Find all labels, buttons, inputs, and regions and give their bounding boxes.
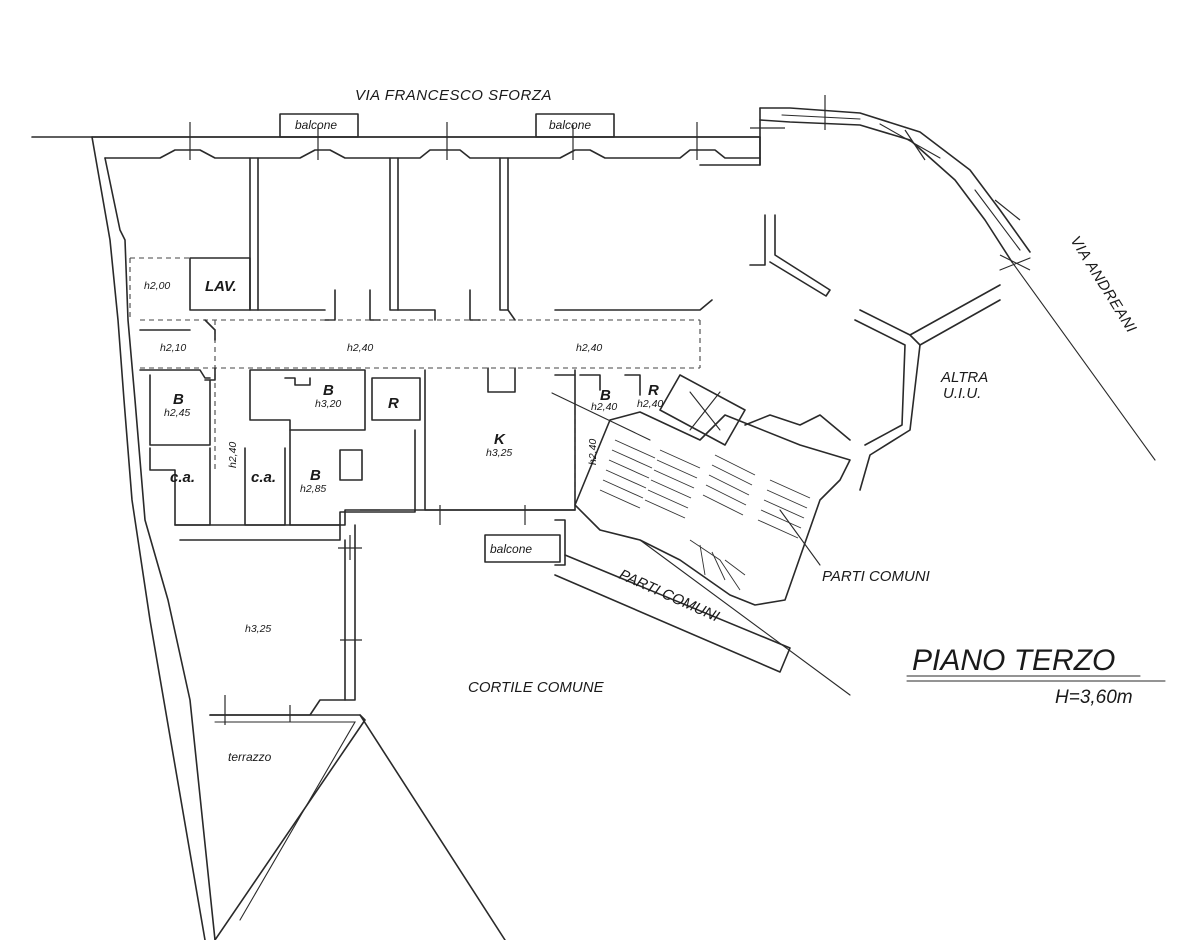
room-label-closet: c.a.: [170, 469, 195, 486]
street-label-north: VIA FRANCESCO SFORZA: [355, 87, 552, 104]
room-label-bath: B: [173, 391, 184, 408]
balcony-label: balcone: [490, 542, 532, 556]
stairwell: [554, 374, 851, 696]
title-underline: [906, 675, 1166, 682]
courtyard-label: CORTILE COMUNE: [468, 679, 605, 696]
other-unit-label: U.I.U.: [943, 385, 981, 402]
floor-title: PIANO TERZO: [912, 644, 1115, 677]
height-label: h2,40: [227, 442, 239, 468]
height-label: h2,40: [587, 439, 599, 465]
room-label-storage: R: [388, 395, 399, 412]
room-label-kitchen: K: [494, 431, 506, 448]
room-label-bath: B: [323, 382, 334, 399]
common-parts-label: PARTI COMUNI: [616, 566, 721, 625]
other-unit-walls: [744, 214, 1001, 491]
common-parts-label: PARTI COMUNI: [822, 568, 930, 585]
window-markers: [189, 95, 1031, 725]
room-label-closet: c.a.: [251, 469, 276, 486]
interior-walls: [129, 157, 713, 940]
height-label: h2,40: [637, 398, 663, 410]
terrace-label: terrazzo: [228, 750, 272, 764]
room-label-bath: B: [600, 387, 611, 404]
room-label-laundry: LAV.: [205, 278, 237, 295]
height-label: h2,00: [144, 280, 170, 292]
room-label-bath: B: [310, 467, 321, 484]
balcony-label: balcone: [295, 118, 337, 132]
floor-height-label: H=3,60m: [1055, 687, 1133, 708]
height-label: h3,25: [486, 447, 512, 459]
height-label: h2,85: [300, 483, 326, 495]
height-label: h2,40: [591, 401, 617, 413]
street-label-east: VIA ANDREANI: [1067, 233, 1140, 336]
balconies-north: [279, 113, 615, 138]
height-label: h3,20: [315, 398, 341, 410]
height-label: h3,25: [245, 623, 271, 635]
outer-walls: [91, 107, 1156, 940]
room-label-storage: R: [648, 382, 659, 399]
balcony-label: balcone: [549, 118, 591, 132]
other-unit-label: ALTRA: [940, 369, 988, 386]
height-label: h2,40: [576, 342, 602, 354]
height-label: h2,45: [164, 407, 190, 419]
height-label: h2,10: [160, 342, 186, 354]
height-label: h2,40: [347, 342, 373, 354]
